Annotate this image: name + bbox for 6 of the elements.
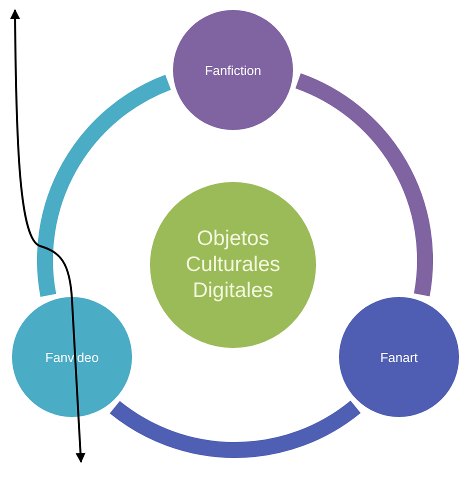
arc-connector bbox=[110, 400, 360, 458]
node-label: Objetos Culturales Digitales bbox=[184, 226, 282, 304]
node-label: Fanart bbox=[380, 350, 418, 364]
arc-connector bbox=[294, 73, 433, 296]
node-label: Fanfiction bbox=[204, 62, 262, 78]
arc-connector bbox=[37, 74, 172, 296]
